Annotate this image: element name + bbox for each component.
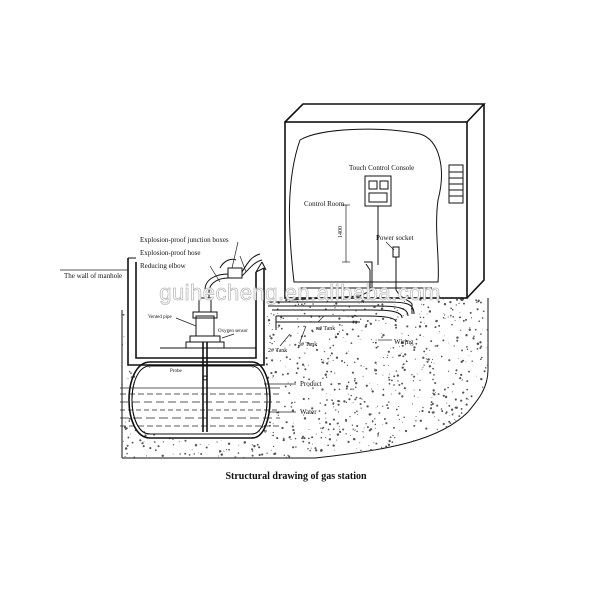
label-junction-boxes: Explosion-proof junction boxes — [140, 236, 229, 244]
label-tank-3: 3# Tank — [298, 342, 317, 348]
label-tank-n: n# Tank — [316, 326, 335, 332]
window — [448, 164, 464, 204]
label-explosion-hose: Explosion-proof hose — [140, 249, 200, 257]
label-probe: Probe — [170, 369, 182, 374]
manhole — [127, 257, 267, 366]
label-vented-pipe: Vented pipe — [148, 315, 173, 320]
label-manhole-wall: The wall of manhole — [64, 272, 122, 280]
underground-tank — [120, 361, 280, 439]
label-water: Water — [300, 408, 317, 416]
label-reducing-elbow: Reducing elbow — [140, 262, 187, 270]
soil-texture — [122, 294, 488, 458]
label-oxygen-sensor: Oxygen sensor — [218, 329, 248, 334]
label-control-room: Control Room — [304, 200, 345, 208]
junction-box-and-hose — [204, 253, 263, 298]
wiring-pipes — [268, 301, 415, 330]
control-room-building — [284, 103, 486, 299]
tank-liquid — [120, 382, 280, 435]
height-dimension — [342, 204, 350, 263]
label-tank-2: 2# Tank — [268, 348, 287, 354]
power-socket — [392, 246, 400, 290]
watermark: guihecheng.en.alibaba.com — [159, 280, 441, 305]
label-touch-control-console: Touch Control Console — [349, 164, 414, 172]
ground-soil — [121, 294, 489, 459]
label-wiring: Wiring — [394, 338, 414, 346]
labels: Touch Control Console Control Room Power… — [64, 164, 414, 482]
touch-control-console — [364, 175, 392, 265]
label-product: Product — [300, 380, 322, 388]
leader-lines — [60, 241, 395, 413]
label-height: 1400 — [338, 226, 344, 238]
diagram-caption: Structural drawing of gas station — [225, 471, 367, 482]
label-power-socket: Power socket — [376, 234, 414, 242]
cable-bundle — [289, 261, 413, 314]
tank-fittings — [160, 297, 256, 432]
